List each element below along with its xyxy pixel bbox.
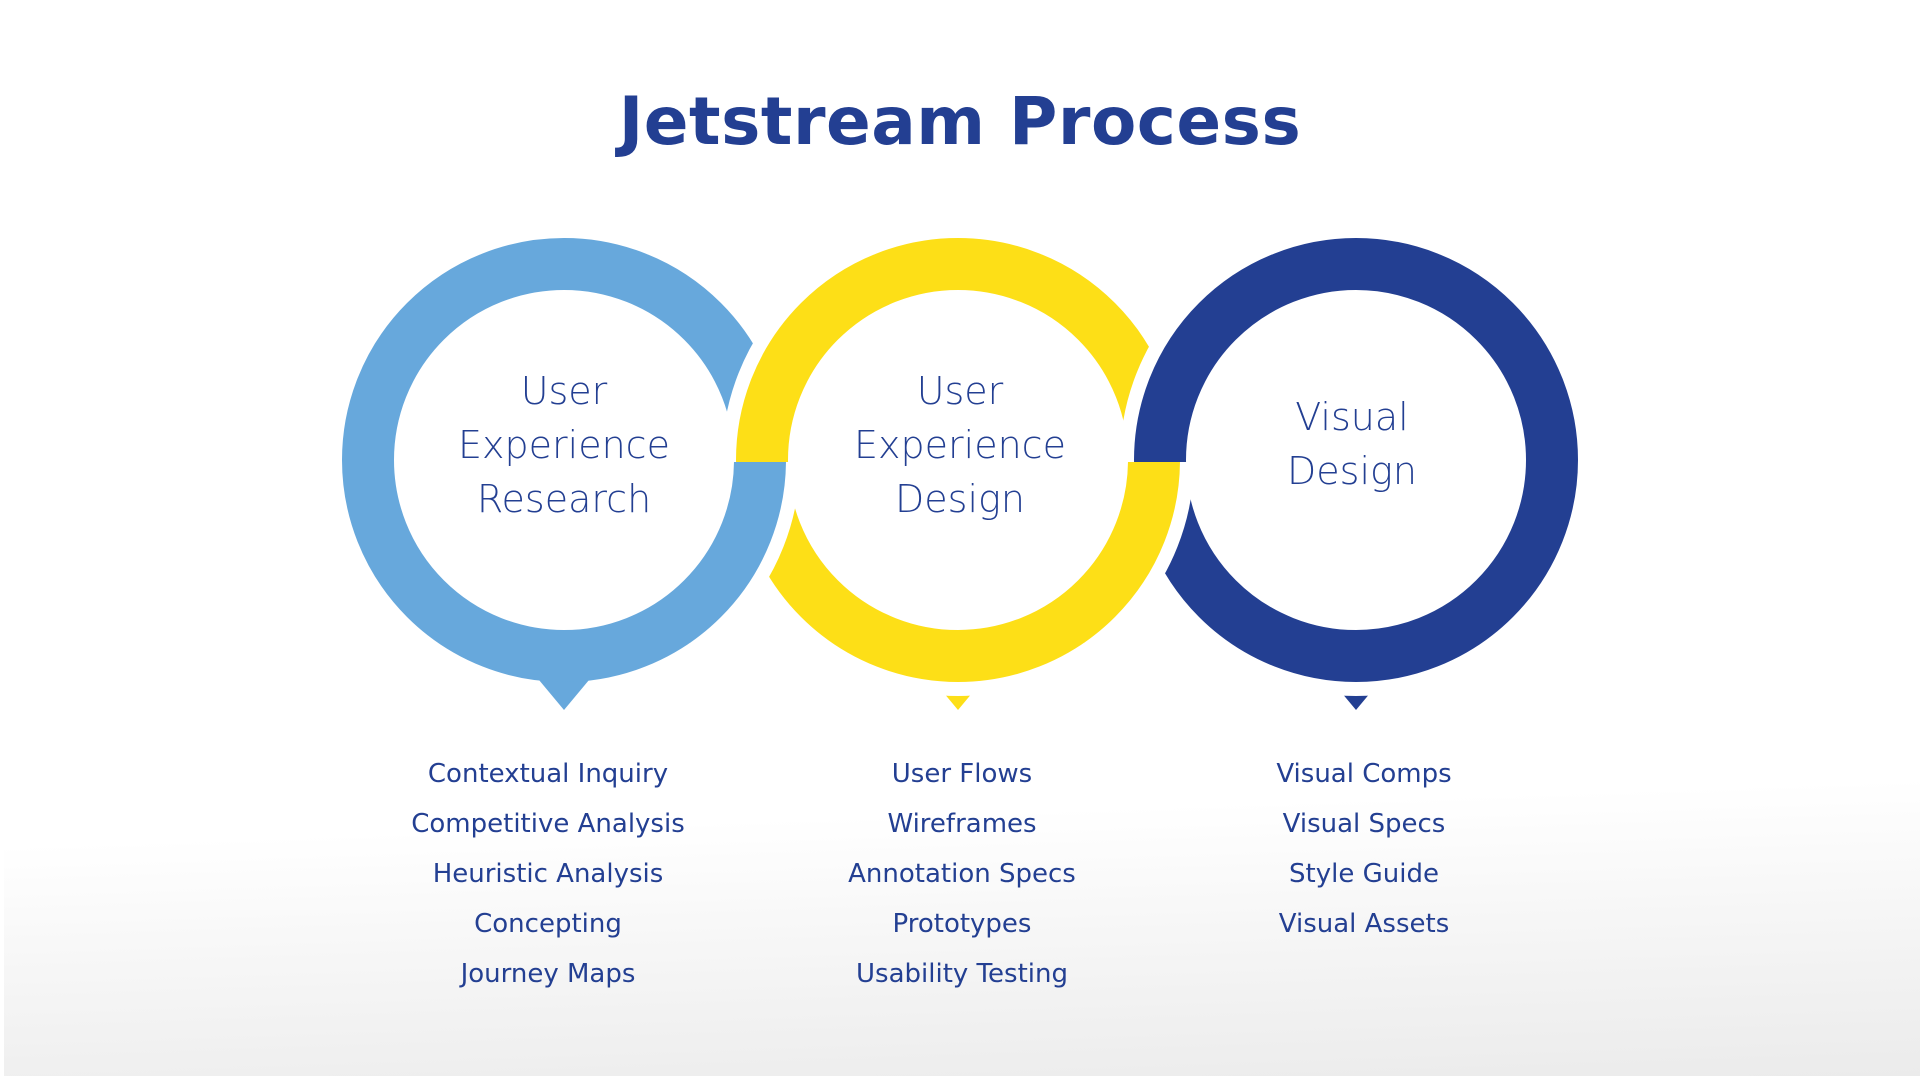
stage-label-line: User bbox=[520, 369, 608, 413]
deliverables-list-visual-design: Visual Comps Visual Specs Style Guide Vi… bbox=[1184, 749, 1544, 949]
deliverables-list-research: Contextual Inquiry Competitive Analysis … bbox=[368, 749, 728, 999]
stage-label-line: Design bbox=[1287, 449, 1417, 493]
edge-strip-left bbox=[0, 0, 4, 1080]
stage-label-line: Visual bbox=[1295, 395, 1409, 439]
stage-pointer-research bbox=[534, 674, 594, 710]
list-item: Concepting bbox=[474, 909, 622, 939]
list-item: Journey Maps bbox=[460, 959, 636, 989]
stage-label-visual-design: Visual Design bbox=[1202, 390, 1502, 498]
list-item: Competitive Analysis bbox=[411, 809, 685, 839]
list-item: Style Guide bbox=[1289, 859, 1439, 889]
stage-label-line: Experience bbox=[854, 423, 1066, 467]
list-item: User Flows bbox=[891, 759, 1033, 789]
list-item: Wireframes bbox=[887, 809, 1037, 839]
stage-label-line: Research bbox=[476, 477, 652, 521]
stage-label-line: Experience bbox=[458, 423, 670, 467]
list-item: Usability Testing bbox=[856, 959, 1068, 989]
stage-label-research: User Experience Research bbox=[414, 364, 714, 526]
edge-strip-bottom bbox=[0, 1076, 1920, 1080]
stage-label-ux-design: User Experience Design bbox=[810, 364, 1110, 526]
list-item: Visual Specs bbox=[1282, 809, 1446, 839]
stage-label-line: Design bbox=[895, 477, 1025, 521]
stage-label-line: User bbox=[916, 369, 1004, 413]
list-item: Visual Assets bbox=[1278, 909, 1450, 939]
background bbox=[4, 0, 1920, 1076]
list-item: Contextual Inquiry bbox=[427, 759, 669, 789]
page-title: Jetstream Process bbox=[618, 83, 1302, 160]
list-item: Heuristic Analysis bbox=[432, 859, 664, 889]
ring-visual-design bbox=[1134, 238, 1578, 682]
list-item: Annotation Specs bbox=[848, 859, 1076, 889]
list-item: Prototypes bbox=[892, 909, 1032, 939]
deliverables-list-ux-design: User Flows Wireframes Annotation Specs P… bbox=[782, 749, 1142, 999]
list-item: Visual Comps bbox=[1276, 759, 1452, 789]
